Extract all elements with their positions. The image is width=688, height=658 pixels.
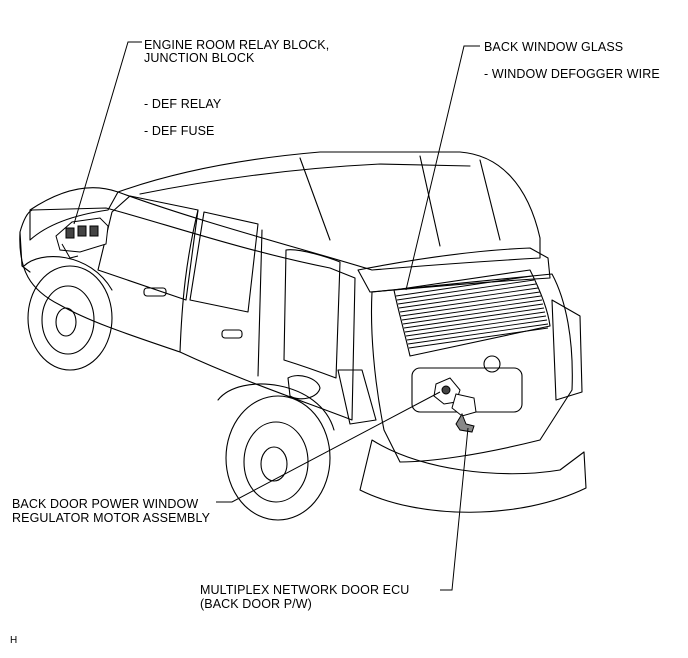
- def-fuse-label: - DEF FUSE: [144, 124, 215, 138]
- left-tail-light: [337, 369, 377, 425]
- roof-rib: [419, 155, 441, 247]
- leader-line-regulator-motor: [216, 391, 441, 503]
- back-window-glass-label: BACK WINDOW GLASS: [484, 40, 624, 54]
- vehicle-roof: [117, 151, 541, 271]
- leader-line-door-ecu: [440, 427, 469, 591]
- rear-bumper: [359, 439, 587, 513]
- multiplex-network-door-ecu-label: MULTIPLEX NETWORK DOOR ECU: [200, 583, 410, 597]
- back-door-power-window-label: BACK DOOR POWER WINDOW: [12, 497, 199, 511]
- rear-spoiler: [357, 247, 551, 293]
- vehicle-hood: [29, 187, 119, 241]
- back-door-outline: [370, 273, 573, 463]
- window-defogger-wire-label: - WINDOW DEFOGGER WIRE: [484, 67, 660, 81]
- def-relay-label: - DEF RELAY: [144, 97, 222, 111]
- engine-room-relay-block-label: ENGINE ROOM RELAY BLOCK,: [144, 38, 330, 52]
- back-door-pw-label: (BACK DOOR P/W): [200, 597, 312, 611]
- roof-rib: [479, 159, 501, 241]
- right-tail-light: [551, 299, 583, 401]
- rear-door-window: [189, 211, 259, 313]
- front-door-handle: [143, 287, 167, 297]
- corner-mark: H: [10, 635, 18, 646]
- roof-rib: [299, 157, 331, 241]
- leader-line-engine-room: [73, 41, 142, 225]
- window-defogger-wire: [395, 275, 549, 349]
- rear-emblem: [483, 355, 501, 373]
- front-lower-body: [19, 231, 31, 273]
- engine-room-relay-block-component: [55, 217, 109, 259]
- quarter-window: [283, 249, 341, 379]
- regulator-motor-component: [433, 377, 477, 433]
- door-line: [179, 209, 199, 353]
- door-line: [257, 229, 263, 377]
- front-wheel: [27, 265, 113, 371]
- rear-door-handle: [221, 329, 243, 339]
- vehicle-body-side: [19, 207, 356, 421]
- regulator-motor-assembly-label: REGULATOR MOTOR ASSEMBLY: [12, 511, 211, 525]
- back-window-glass-frame: [393, 269, 551, 357]
- roof-rail: [139, 163, 471, 195]
- leader-line-back-window: [405, 45, 480, 291]
- front-wheel-arch: [23, 256, 113, 291]
- rear-wheel-arch: [217, 383, 335, 431]
- junction-block-label: JUNCTION BLOCK: [144, 51, 255, 65]
- fuel-door: [287, 375, 321, 400]
- front-door-window: [97, 195, 199, 301]
